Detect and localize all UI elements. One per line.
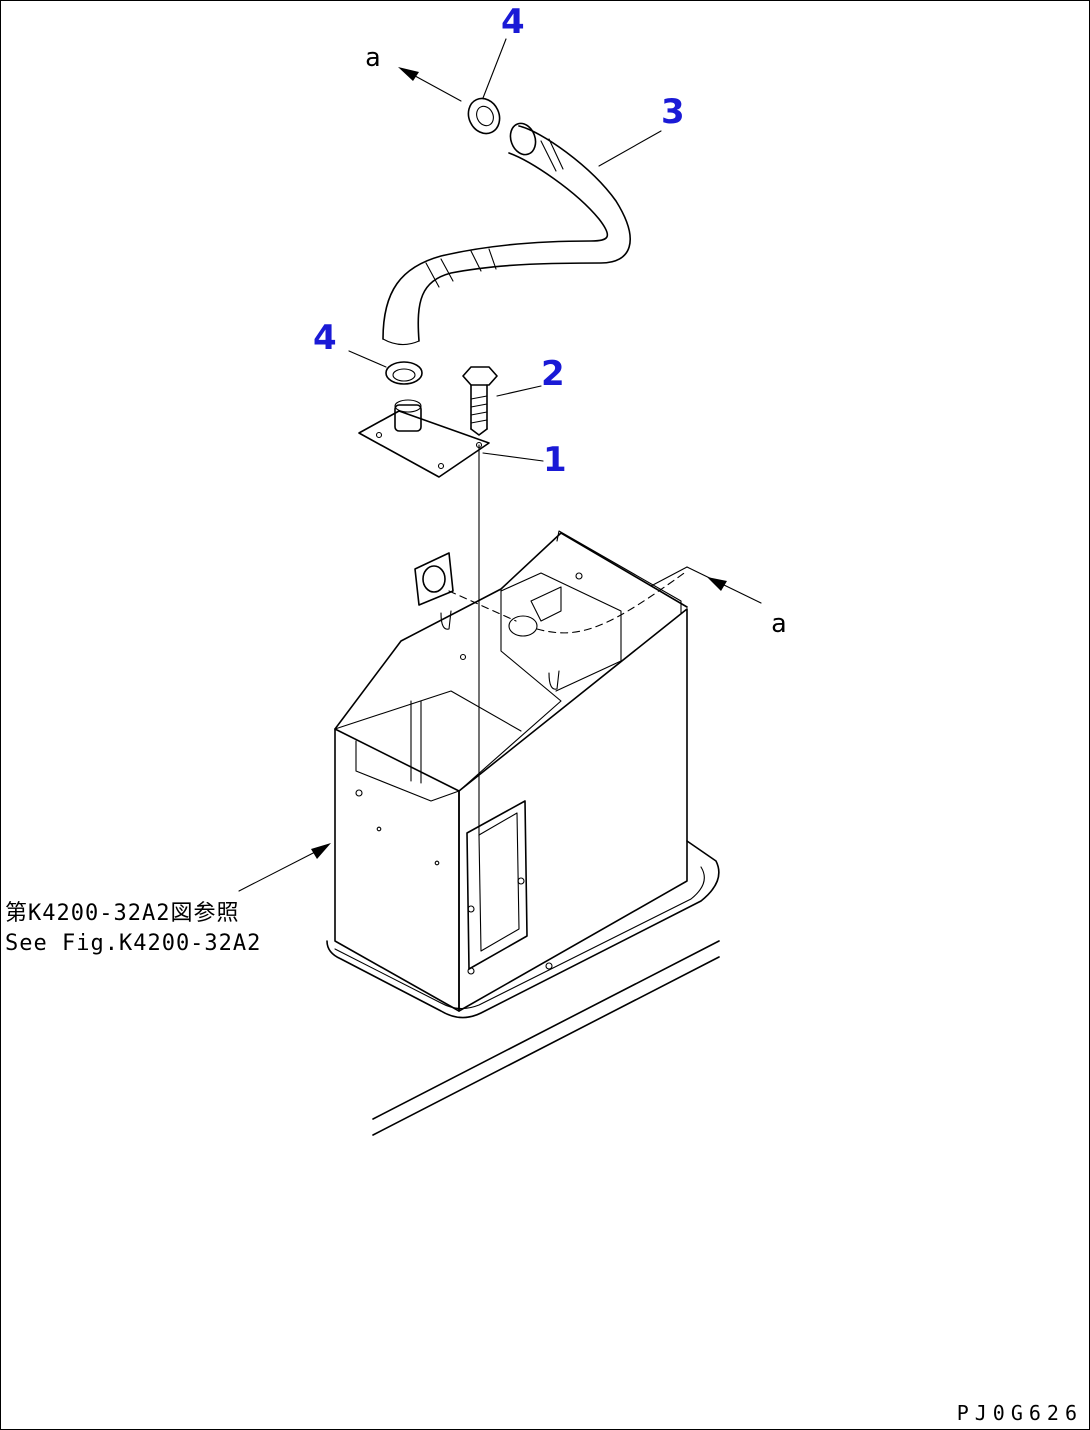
reference-a-top: a	[365, 43, 382, 73]
callout-hose: 3	[661, 92, 685, 132]
hose-clamp-top	[467, 38, 507, 135]
cover-plate-part	[358, 399, 544, 837]
reference-note-jp: 第K4200-32A2図参照	[5, 901, 240, 926]
grommet-part	[414, 552, 517, 622]
callout-clamp-top: 4	[501, 2, 525, 42]
hose-part	[382, 122, 662, 346]
bolt-part	[462, 366, 542, 436]
callout-bolt: 2	[541, 354, 565, 394]
callout-plate: 1	[543, 440, 567, 480]
hose-clamp-middle	[348, 350, 423, 385]
reference-note: 第K4200-32A2図参照 See Fig.K4200-32A2	[5, 899, 261, 959]
leader-a-top	[398, 67, 462, 102]
callout-clamp-middle: 4	[313, 318, 337, 358]
hood-box-body	[238, 530, 762, 1136]
drawing-code: PJ0G626	[956, 1401, 1083, 1425]
reference-a-right: a	[771, 609, 788, 639]
reference-note-en: See Fig.K4200-32A2	[5, 931, 262, 956]
